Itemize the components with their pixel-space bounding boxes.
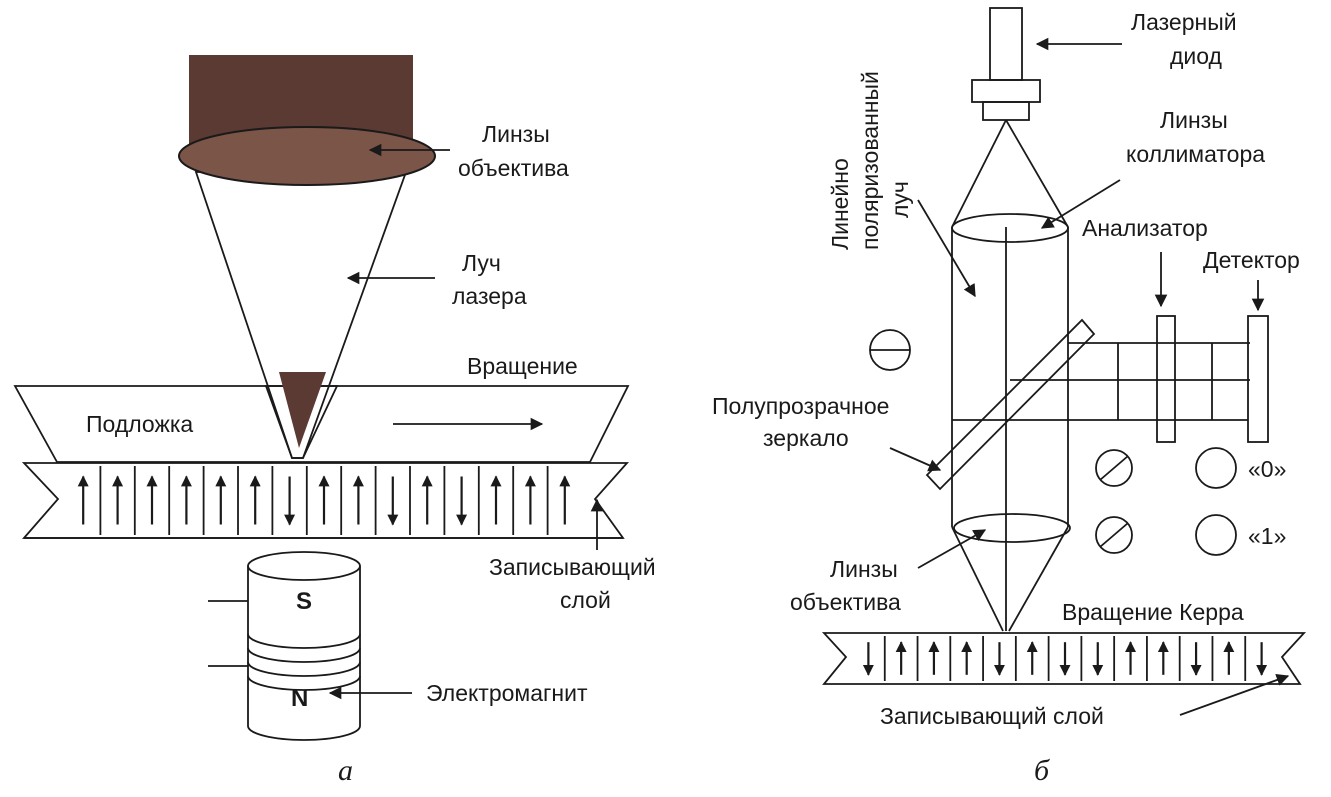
diagram-a: Вращение Подложка Линзы объектива Луч ла…	[13, 55, 656, 787]
objective-lens-label-2: объектива	[458, 155, 569, 181]
collimator-pointer	[1040, 179, 1121, 229]
domain-cells-a	[77, 466, 571, 535]
objective-pointer-b	[917, 529, 987, 569]
half-transparent-mirror	[925, 318, 1096, 491]
laser-diode-label-2: диод	[1170, 43, 1223, 69]
objective-label-b-2: объектива	[790, 589, 901, 615]
analyzer	[1156, 315, 1176, 443]
recording-layer-b	[821, 632, 1307, 685]
kerr-rotation-label: Вращение Керра	[1062, 599, 1244, 625]
collimator-label-2: коллиматора	[1126, 141, 1265, 167]
state-one-dot	[1195, 514, 1237, 556]
analyzer-state-symbol-zero	[1095, 449, 1133, 487]
objective-label-b-1: Линзы	[830, 556, 898, 582]
substrate	[13, 385, 630, 463]
laser-diode-mount	[971, 79, 1041, 103]
pole-bottom-label: N	[291, 685, 308, 712]
focused-spot	[279, 372, 326, 448]
rotation-label: Вращение	[467, 353, 578, 379]
detector-label: Детектор	[1203, 247, 1300, 273]
svg-text:луч: луч	[887, 181, 913, 218]
state-zero-label: «0»	[1248, 456, 1286, 482]
electromagnet-label: Электромагнит	[426, 680, 588, 706]
mirror-pointer	[889, 447, 942, 472]
laser-beam-label-1: Луч	[462, 250, 501, 276]
objective-lens-b	[953, 513, 1071, 543]
objective-lens	[178, 126, 436, 186]
analyzer-label: Анализатор	[1082, 215, 1208, 241]
pole-top-label: S	[296, 588, 312, 615]
caption-a: а	[338, 754, 353, 787]
polarized-pointer	[917, 199, 976, 298]
laser-beam-label-2: лазера	[452, 283, 527, 309]
recording-layer-label-2: слой	[560, 587, 611, 613]
laser-diode-label-1: Лазерный	[1131, 9, 1237, 35]
substrate-label: Подложка	[86, 411, 193, 437]
laser-diode	[989, 7, 1023, 81]
recording-layer-a	[21, 462, 630, 539]
domain-cells-b	[862, 636, 1268, 681]
electromagnet: S N	[208, 551, 361, 741]
recording-layer-label-b: Записывающий слой	[880, 703, 1104, 729]
objective-lens-label-1: Линзы	[482, 121, 550, 147]
analyzer-state-symbol-one	[1095, 516, 1133, 554]
polarized-beam-label: Линейно поляризованный луч	[827, 71, 913, 250]
half-mirror-label-1: Полупрозрачное	[712, 393, 889, 419]
recording-layer-label-1: Записывающий	[489, 554, 656, 580]
collimator-lens	[951, 213, 1069, 243]
layer-pointer-b	[1179, 673, 1290, 716]
caption-b: б	[1034, 754, 1050, 787]
diagram-b: Лазерный диод Линзы коллиматора Полупроз…	[712, 7, 1307, 787]
state-zero-dot	[1195, 447, 1237, 489]
half-mirror-label-2: зеркало	[763, 425, 849, 451]
polarization-symbol	[869, 329, 911, 371]
svg-text:поляризованный: поляризованный	[857, 71, 883, 250]
svg-text:Линейно: Линейно	[827, 158, 853, 250]
detector	[1247, 315, 1269, 443]
state-one-label: «1»	[1248, 523, 1286, 549]
collimator-label-1: Линзы	[1160, 107, 1228, 133]
